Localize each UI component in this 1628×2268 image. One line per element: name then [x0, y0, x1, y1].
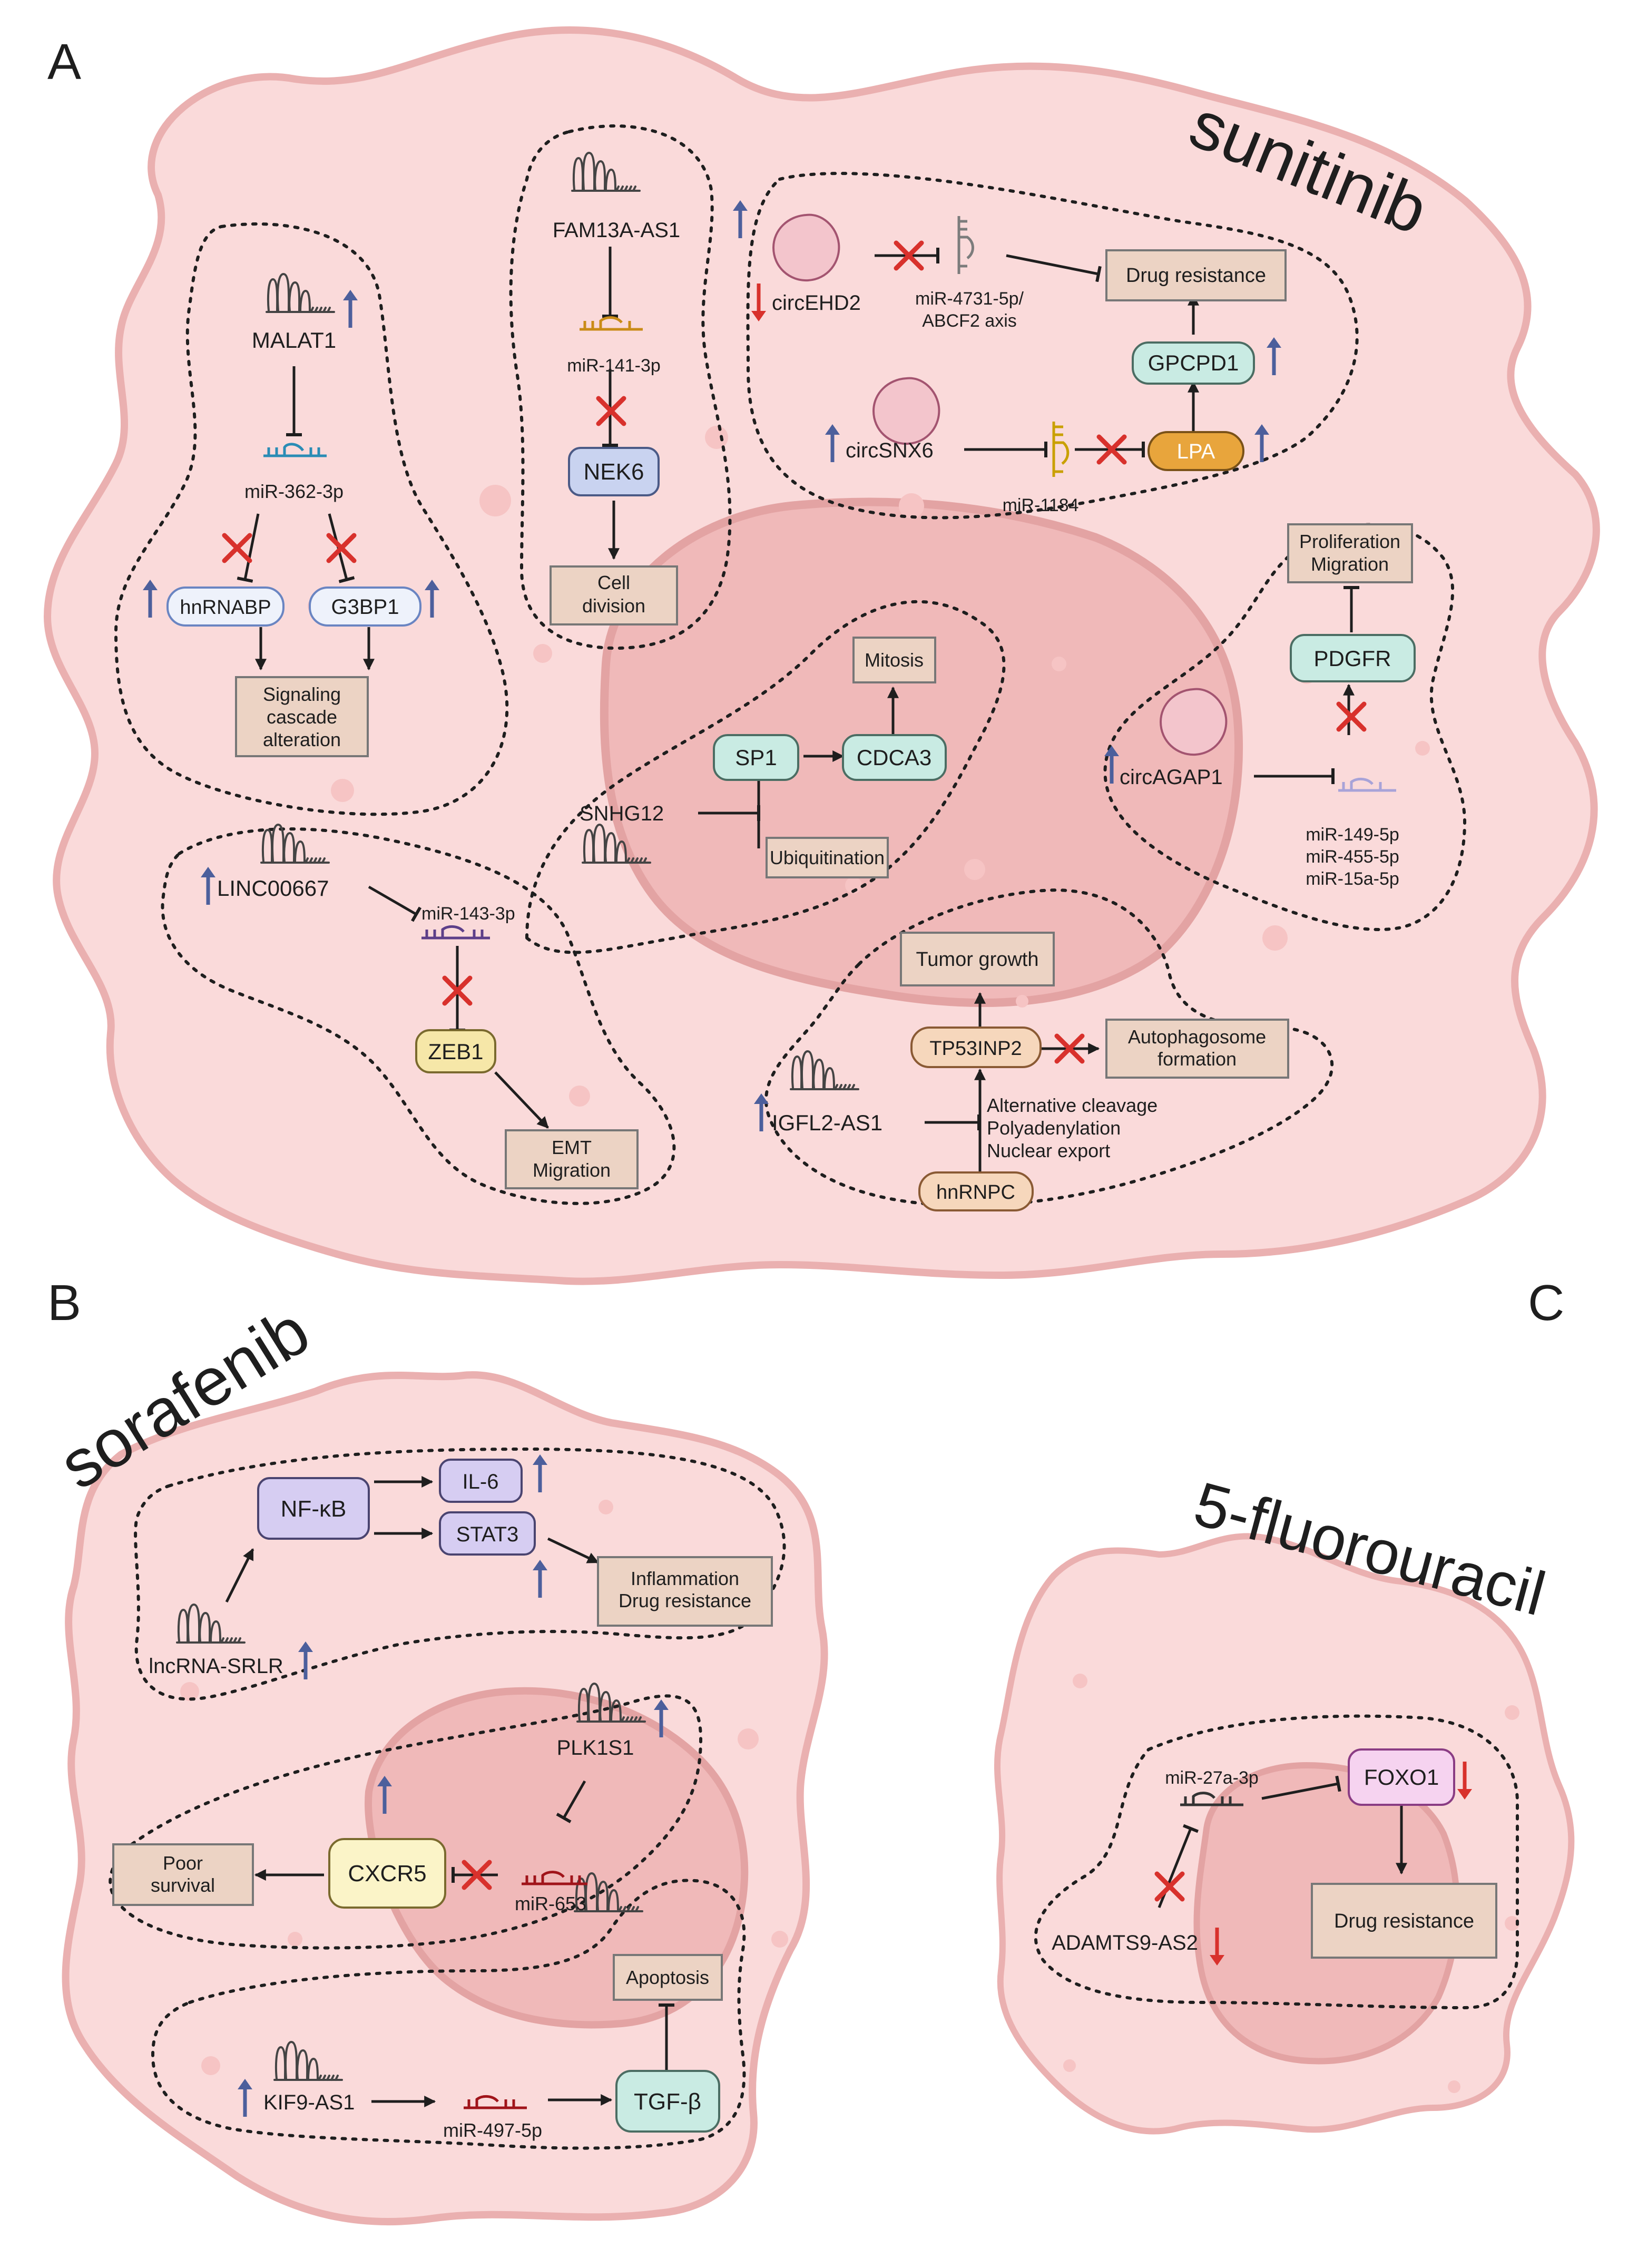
tgfb-label: TGF-β — [634, 2089, 701, 2115]
cxcr5-label: CXCR5 — [348, 1861, 426, 1886]
drug-resistance-a: Drug resistance — [1126, 265, 1266, 287]
emt-line1: EMT — [552, 1137, 592, 1158]
signaling-line3: alteration — [263, 729, 341, 750]
mir-4731-line2: ABCF2 axis — [922, 311, 1017, 331]
lpa-label: LPA — [1177, 440, 1215, 463]
mir-455-label: miR-455-5p — [1306, 847, 1399, 867]
mir-27a-label: miR-27a-3p — [1165, 1768, 1259, 1788]
mir-143-label: miR-143-3p — [421, 904, 515, 924]
mir-15a-label: miR-15a-5p — [1306, 869, 1399, 889]
cell-division-line1: Cell — [597, 572, 630, 593]
poor-line2: survival — [151, 1874, 215, 1896]
circsnx6-label: circSNX6 — [846, 439, 934, 462]
panel-label-a: A — [47, 34, 81, 90]
mitosis-label: Mitosis — [865, 649, 924, 671]
dashed-modules — [109, 124, 1519, 2150]
mir-497-label: miR-497-5p — [443, 2119, 542, 2141]
molecule-glyphs — [176, 152, 1396, 2109]
tp53inp2-label: TP53INP2 — [929, 1038, 1022, 1060]
linc00667-label: LINC00667 — [217, 876, 329, 901]
circehd2-label: circEHD2 — [772, 291, 861, 315]
gpcpd1-label: GPCPD1 — [1148, 350, 1239, 375]
mir-653-label: miR-653 — [515, 1893, 586, 1914]
hnrnpc-label: hnRNPC — [936, 1181, 1015, 1204]
ubiquitination-label: Ubiquitination — [770, 847, 885, 868]
mir-362-label: miR-362-3p — [244, 481, 344, 502]
mir-4731-line1: miR-4731-5p/ — [915, 289, 1024, 309]
circagap1-label: circAGAP1 — [1120, 766, 1223, 789]
lncrna-srlr-label: lncRNA-SRLR — [149, 1655, 283, 1678]
hnrnabp-label: hnRNABP — [180, 597, 271, 619]
inflam-line1: Inflammation — [631, 1568, 739, 1589]
drug-resistance-c: Drug resistance — [1334, 1910, 1474, 1932]
panel-label-b: B — [47, 1275, 81, 1331]
nek6-label: NEK6 — [584, 459, 644, 485]
process-3: Nuclear export — [987, 1140, 1110, 1161]
prolif-line1: Proliferation — [1299, 531, 1400, 552]
foxo1-label: FOXO1 — [1364, 1765, 1439, 1790]
signaling-line1: Signaling — [263, 683, 341, 705]
cell-c — [994, 1533, 1575, 2135]
mir-1184-label: miR-1184 — [1003, 495, 1079, 515]
tumor-growth-label: Tumor growth — [916, 949, 1039, 971]
apoptosis-label: Apoptosis — [626, 1967, 709, 1988]
inflam-line2: Drug resistance — [619, 1590, 751, 1611]
poor-line1: Poor — [163, 1852, 203, 1874]
emt-line2: Migration — [533, 1159, 611, 1181]
plk1s1-label: PLK1S1 — [557, 1736, 634, 1759]
snhg12-label: SNHG12 — [580, 802, 664, 825]
prolif-line2: Migration — [1311, 553, 1389, 575]
sp1-label: SP1 — [735, 745, 777, 770]
mir-149-label: miR-149-5p — [1306, 825, 1399, 845]
process-1: Alternative cleavage — [987, 1094, 1158, 1116]
stat3-label: STAT3 — [456, 1523, 519, 1546]
il6-label: IL-6 — [463, 1470, 499, 1493]
nfkb-label: NF-κB — [281, 1496, 347, 1522]
panel-label-c: C — [1528, 1275, 1564, 1331]
kif9-label: KIF9-AS1 — [263, 2091, 355, 2114]
pdgfr-label: PDGFR — [1314, 646, 1391, 671]
signaling-line2: cascade — [267, 706, 337, 728]
boxes — [112, 249, 1497, 2133]
cell-division-line2: division — [582, 595, 645, 617]
g3bp1-label: G3BP1 — [331, 595, 399, 619]
fam13a-label: FAM13A-AS1 — [553, 219, 680, 242]
cdca3-label: CDCA3 — [857, 745, 931, 770]
autophago-line2: formation — [1158, 1048, 1237, 1070]
zeb1-label: ZEB1 — [428, 1039, 483, 1064]
autophago-line1: Autophagosome — [1128, 1026, 1266, 1048]
mir-141-label: miR-141-3p — [567, 356, 661, 376]
process-2: Polyadenylation — [987, 1117, 1121, 1139]
igfl2-label: IGFL2-AS1 — [772, 1110, 882, 1135]
malat1-label: MALAT1 — [252, 328, 336, 353]
adamts9-label: ADAMTS9-AS2 — [1052, 1931, 1198, 1954]
